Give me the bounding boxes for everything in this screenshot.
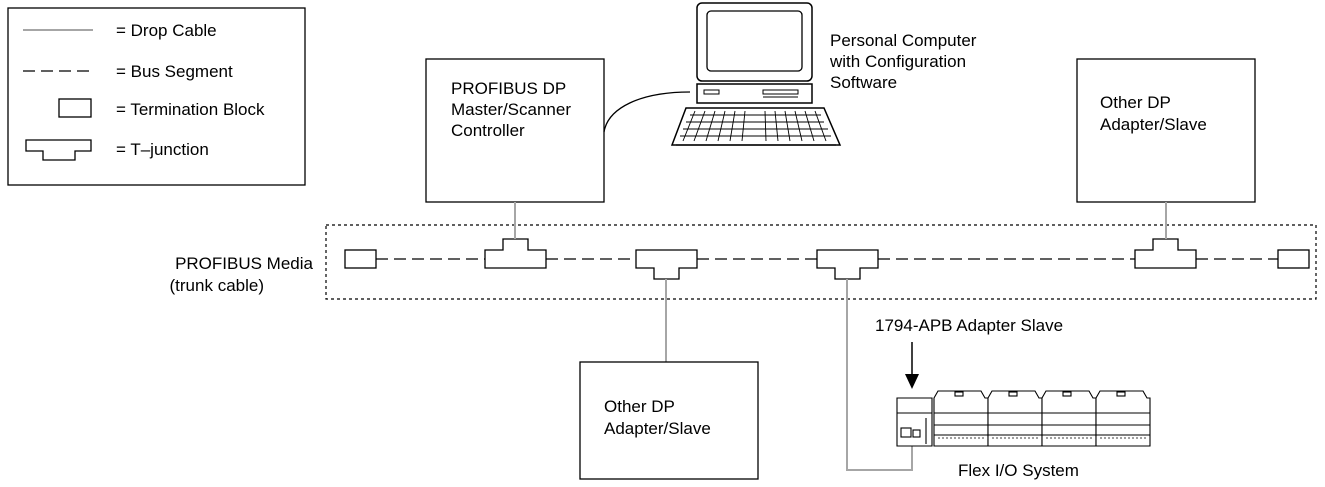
pc-label-line2: with Configuration <box>829 52 966 71</box>
other-dp-slave-bottom: Other DP Adapter/Slave <box>579 361 759 480</box>
legend-bus-segment-label: = Bus Segment <box>116 62 233 81</box>
flex-io-module-4 <box>1095 390 1151 447</box>
t-junction-master <box>484 238 547 269</box>
t-junction-slave-right <box>1134 238 1197 269</box>
flex-io-module-2 <box>987 390 1043 447</box>
legend-t-junction-swatch <box>25 139 92 161</box>
flex-adapter-module <box>896 397 933 447</box>
master-label-line3: Controller <box>451 121 525 140</box>
slave-bottom-box <box>579 361 759 480</box>
flex-io-label: Flex I/O System <box>958 461 1079 480</box>
apb-adapter-label: 1794-APB Adapter Slave <box>875 316 1063 335</box>
pc-keyboard <box>670 107 842 146</box>
slave-bottom-label-line1: Other DP <box>604 397 675 416</box>
legend-termination-block-swatch <box>58 98 92 118</box>
slave-right-label-line2: Adapter/Slave <box>1100 115 1207 134</box>
t-junction-flex-io <box>816 249 879 280</box>
slave-bottom-label-line2: Adapter/Slave <box>604 419 711 438</box>
flex-io-system <box>896 390 1151 447</box>
legend-termination-block-label: = Termination Block <box>116 100 265 119</box>
pc-system-unit <box>696 83 813 104</box>
media-label-line2: (trunk cable) <box>170 276 264 295</box>
legend-drop-cable-label: = Drop Cable <box>116 21 217 40</box>
pc-screen <box>706 10 803 72</box>
drop-cables <box>514 202 1167 471</box>
termination-block-right <box>1277 249 1310 269</box>
master-scanner: PROFIBUS DP Master/Scanner Controller <box>425 58 605 203</box>
pc-label-line3: Software <box>830 73 897 92</box>
master-label-line1: PROFIBUS DP <box>451 79 566 98</box>
legend-t-junction-label: = T–junction <box>116 140 209 159</box>
profibus-media-outline <box>325 224 1317 300</box>
pc-serial-cable <box>603 91 691 133</box>
apb-pointer-arrow <box>905 342 919 389</box>
media-label-line1: PROFIBUS Media <box>175 254 313 273</box>
slave-right-label-line1: Other DP <box>1100 93 1171 112</box>
master-label-line2: Master/Scanner <box>451 100 571 119</box>
termination-block-left <box>344 249 377 269</box>
personal-computer-icon <box>670 2 842 146</box>
other-dp-slave-right: Other DP Adapter/Slave <box>1076 58 1256 203</box>
t-junction-slave-bottom <box>635 249 698 280</box>
pc-label-line1: Personal Computer <box>830 31 977 50</box>
legend: = Drop Cable = Bus Segment = Termination… <box>7 7 306 186</box>
flex-io-module-1 <box>933 390 989 447</box>
drop-cable-flex-io <box>846 279 913 471</box>
flex-io-module-3 <box>1041 390 1097 447</box>
legend-box <box>7 7 306 186</box>
